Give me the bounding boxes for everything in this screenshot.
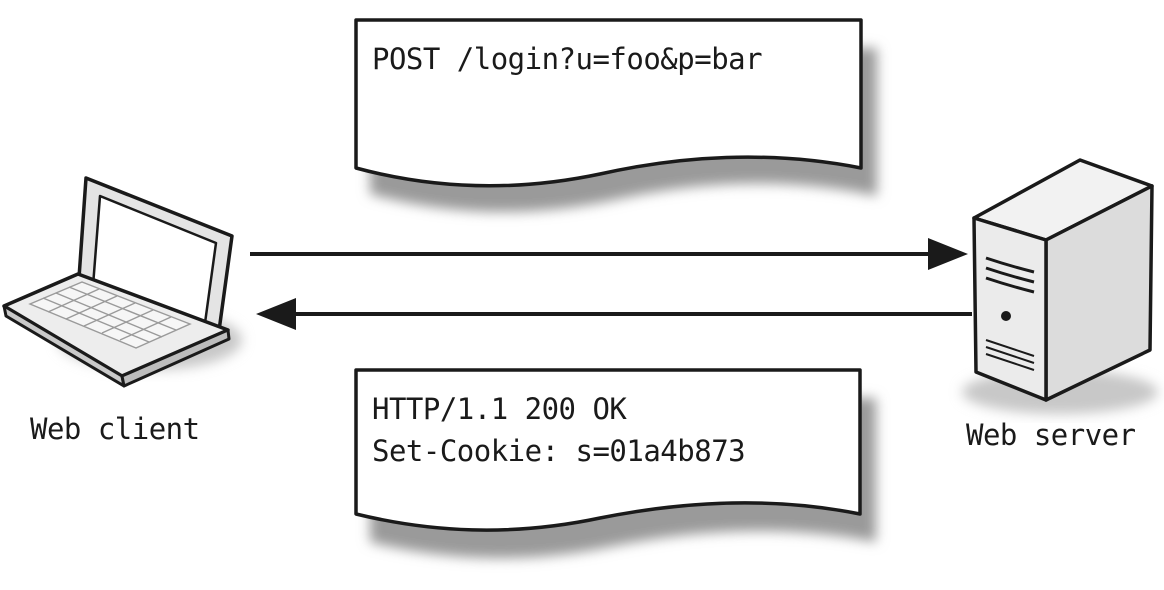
web-client-label: Web client bbox=[30, 412, 200, 446]
response-status-line: HTTP/1.1 200 OK bbox=[372, 392, 627, 426]
response-arrow bbox=[256, 298, 972, 330]
laptop-icon bbox=[2, 176, 242, 388]
response-note bbox=[354, 368, 876, 559]
request-line: POST /login?u=foo&p=bar bbox=[372, 42, 763, 76]
response-cookie-line: Set-Cookie: s=01a4b873 bbox=[372, 434, 746, 468]
server-tower-icon bbox=[962, 158, 1158, 414]
request-arrow bbox=[250, 238, 968, 270]
web-server-label: Web server bbox=[966, 418, 1136, 452]
request-note bbox=[354, 18, 877, 212]
